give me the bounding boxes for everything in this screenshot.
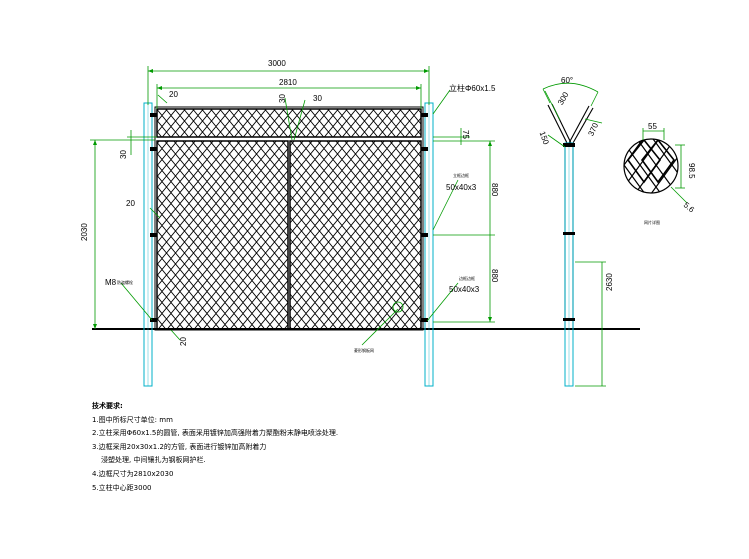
dim-bolt-note: 防盗螺栓 [117, 279, 133, 285]
note-line-1: 1.图中所标尺寸单位: mm [92, 415, 173, 424]
technical-notes: 技术要求: 1.图中所标尺寸单位: mm 2.立柱采用Φ60x1.5的圆管, 表… [92, 400, 422, 495]
dim-section-55: 55 [648, 122, 657, 131]
mesh-section-detail: 55 98.5 5.6 网片详图 [623, 122, 697, 225]
side-view: 60° 300 370 150 2630 [538, 76, 614, 387]
dim-angle: 60° [561, 76, 573, 85]
label-section: 网片详图 [644, 219, 660, 225]
note-line-5: 5.立柱中心距3000 [92, 483, 152, 492]
label-mesh: 菱形钢板网 [354, 347, 374, 353]
dim-bar-30-b: 30 [313, 94, 322, 103]
dim-frame-width: 2810 [279, 78, 297, 87]
dim-tube-upper: 50x40x3 [446, 183, 477, 192]
dim-bar-30-a: 30 [278, 94, 287, 103]
dim-arm-370: 370 [586, 121, 600, 137]
dim-height-2630: 2630 [605, 273, 614, 291]
label-frame-lower: 边框边框 [459, 275, 475, 281]
note-line-3b: 浸塑处理, 中间镶扎为钢板网护栏. [101, 456, 206, 465]
label-frame-upper: 立框边框 [453, 172, 469, 178]
note-line-4: 4.边框尺寸为2810x2030 [92, 469, 174, 478]
dim-post-spec: 立柱Φ60x1.5 [449, 83, 496, 93]
dim-arm-150: 150 [538, 130, 551, 146]
dim-arm-300: 300 [556, 90, 571, 107]
dim-span-880-lower: 880 [490, 269, 499, 283]
dim-height-2030: 2030 [80, 223, 89, 241]
dim-bottom-20: 20 [179, 337, 188, 346]
note-line-2: 2.立柱采用Φ60x1.5的圆管, 表面采用镀锌加高强附着力聚酯粉末静电喷涂处理… [92, 429, 339, 438]
mesh-main-panel-right [289, 140, 422, 330]
dim-75: 75 [461, 130, 470, 139]
dim-tube-lower: 50x40x3 [449, 285, 480, 294]
gate-frame [154, 106, 424, 331]
dim-section-5-6: 5.6 [682, 200, 697, 214]
dim-left-30: 30 [119, 150, 128, 159]
mesh-main-panel-left [156, 140, 289, 330]
note-line-3: 3.边框采用20x30x1.2的方管, 表面进行镀锌加高附着力 [92, 442, 267, 451]
front-view: 3000 2810 20 30 30 立柱Φ60x1.5 30 75 20 20… [80, 59, 499, 387]
dim-span-880-upper: 880 [490, 183, 499, 197]
dim-bolt: M8 [105, 278, 117, 287]
dim-section-98-5: 98.5 [687, 163, 696, 179]
dim-overall-width: 3000 [268, 59, 286, 68]
notes-title: 技术要求: [92, 402, 123, 410]
dim-top-offset: 20 [169, 90, 178, 99]
dim-left-20: 20 [126, 199, 135, 208]
